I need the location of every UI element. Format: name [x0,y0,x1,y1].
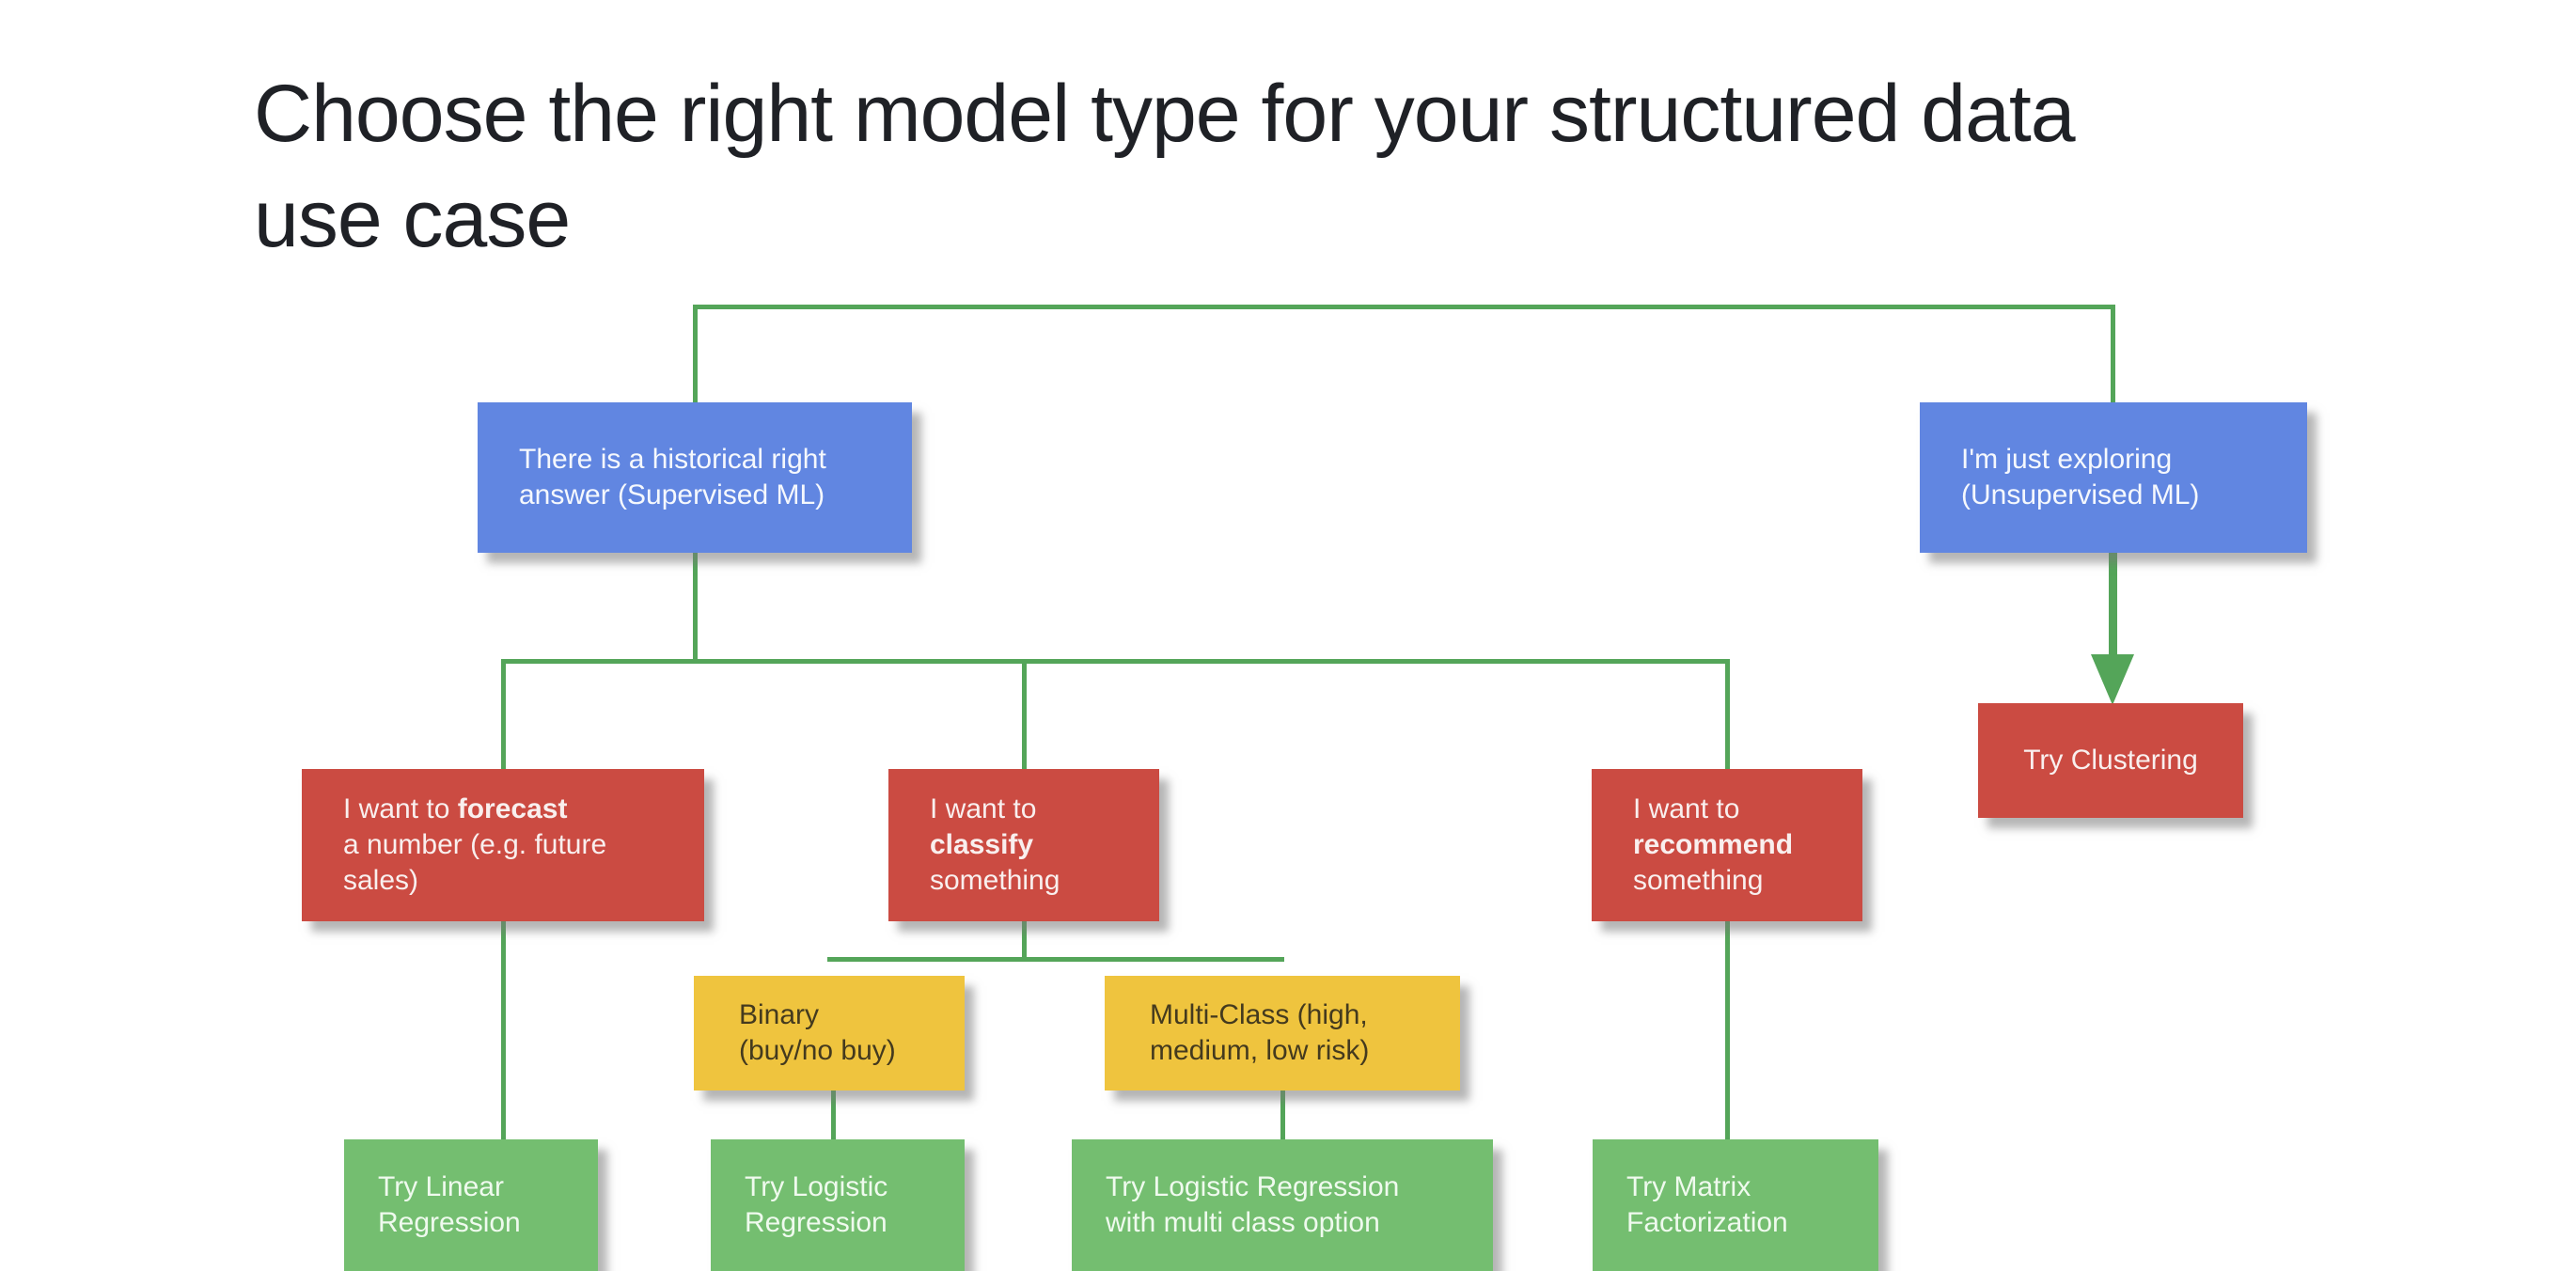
node-multiclass-label: Multi-Class (high, medium, low risk) [1150,998,1370,1066]
connector-level2-horizontal [501,659,1729,664]
node-binary: Binary (buy/no buy) [694,976,965,1091]
node-try-logistic-regression-label: Try Logistic Regression [745,1170,888,1238]
node-forecast-label: I want to forecast a number (e.g. future… [343,792,607,897]
node-multiclass: Multi-Class (high, medium, low risk) [1105,976,1460,1091]
node-unsupervised-label: I'm just exploring (Unsupervised ML) [1961,443,2200,510]
node-recommend-label: I want to recommend something [1633,792,1794,897]
connector-classify-branch-horizontal [827,957,1284,962]
node-try-matrix-factorization: Try Matrix Factorization [1593,1139,1878,1271]
node-supervised-ml: There is a historical right answer (Supe… [478,402,912,553]
node-try-clustering: Try Clustering [1978,703,2243,818]
page-title: Choose the right model type for your str… [254,69,2076,264]
connector-top-right-drop [2111,305,2115,402]
node-binary-label: Binary (buy/no buy) [739,998,896,1066]
arrow-unsupervised-shaft [2109,553,2117,658]
node-try-logistic-regression-multiclass-label: Try Logistic Regression with multi class… [1106,1170,1400,1238]
node-recommend: I want to recommend something [1592,769,1862,921]
connector-multiclass-to-logistic-multi [1280,1091,1285,1139]
node-classify-label: I want to classify something [930,792,1060,897]
node-supervised-label: There is a historical right answer (Supe… [519,443,826,510]
connector-supervised-down [693,553,698,663]
node-unsupervised-ml: I'm just exploring (Unsupervised ML) [1920,402,2307,553]
node-try-logistic-regression: Try Logistic Regression [711,1139,965,1271]
connector-binary-to-logistic [831,1091,836,1139]
arrow-unsupervised-head-icon [2091,654,2134,705]
node-try-matrix-factorization-label: Try Matrix Factorization [1626,1170,1788,1238]
connector-recommend-drop [1725,659,1730,769]
connector-top-left-drop [693,305,698,402]
node-classify: I want to classify something [888,769,1159,921]
connector-classify-drop [1022,659,1027,769]
connector-recommend-to-matrix [1725,921,1730,1139]
node-try-linear-regression: Try Linear Regression [344,1139,598,1271]
connector-forecast-to-linear [501,921,506,1139]
node-try-logistic-regression-multiclass: Try Logistic Regression with multi class… [1072,1139,1493,1271]
connector-forecast-drop [501,659,506,769]
node-try-linear-regression-label: Try Linear Regression [378,1170,521,1238]
connector-classify-stub [1022,921,1027,961]
node-try-clustering-label: Try Clustering [2023,744,2198,776]
node-forecast: I want to forecast a number (e.g. future… [302,769,704,921]
connector-top-horizontal [695,305,2114,309]
